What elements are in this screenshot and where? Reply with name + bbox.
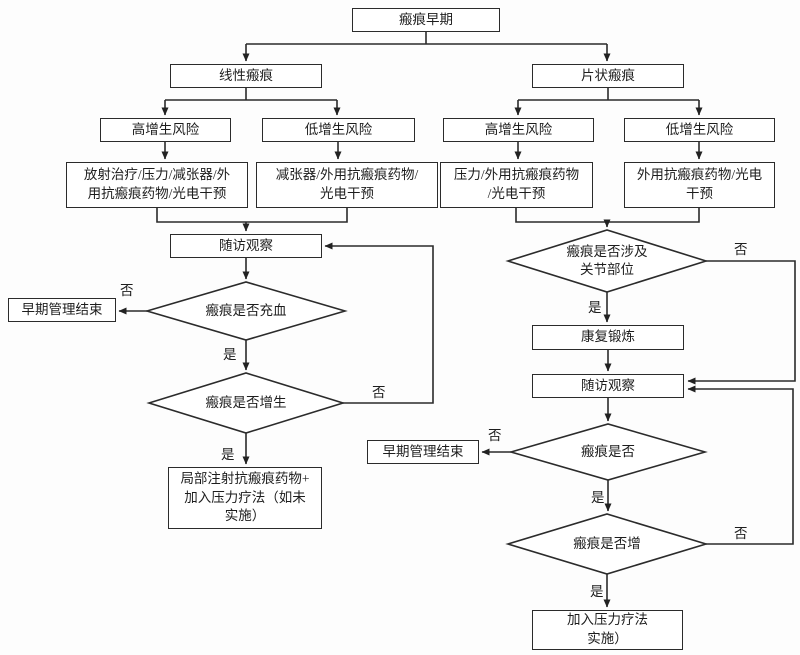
node-treatment-sheet-low: 外用抗瘢痕药物/光电 干预 bbox=[624, 162, 775, 208]
node-add-pressure-therapy: 加入压力疗法 实施） bbox=[532, 610, 683, 650]
decision-joint-involved-diamond bbox=[505, 229, 709, 293]
node-treatment-sheet-high: 压力/外用抗瘢痕药物 /光电干预 bbox=[440, 162, 593, 208]
edge-label-yes: 是 bbox=[588, 300, 602, 315]
edge-label-yes: 是 bbox=[590, 584, 604, 599]
edge-label-no: 否 bbox=[120, 283, 134, 298]
decision-scar-right1-diamond bbox=[508, 423, 708, 481]
node-scar-early: 瘢痕早期 bbox=[352, 8, 500, 32]
node-sheet-high-risk: 高增生风险 bbox=[443, 118, 594, 142]
node-linear-low-risk: 低增生风险 bbox=[262, 118, 415, 142]
node-sheet-scar: 片状瘢痕 bbox=[532, 64, 684, 88]
node-followup-right: 随访观察 bbox=[532, 374, 684, 398]
decision-scar-congested-diamond bbox=[144, 281, 348, 341]
decision-scar-right2-diamond bbox=[505, 513, 709, 575]
edge-label-yes: 是 bbox=[223, 347, 237, 362]
node-sheet-low-risk: 低增生风险 bbox=[624, 118, 775, 142]
decision-scar-proliferating-diamond bbox=[146, 372, 346, 434]
node-linear-scar: 线性瘢痕 bbox=[170, 64, 322, 88]
node-rehab-exercise: 康复锻炼 bbox=[532, 325, 684, 350]
edge-label-yes: 是 bbox=[221, 447, 235, 462]
node-treatment-linear-low: 减张器/外用抗瘢痕药物/ 光电干预 bbox=[256, 162, 438, 208]
edge-label-yes: 是 bbox=[591, 490, 605, 505]
edge-label-no: 否 bbox=[372, 385, 386, 400]
node-treatment-linear-high: 放射治疗/压力/减张器/外 用抗瘢痕药物/光电干预 bbox=[66, 162, 248, 208]
node-end-left: 早期管理结束 bbox=[8, 298, 116, 322]
edge-label-no: 否 bbox=[734, 526, 748, 541]
node-linear-high-risk: 高增生风险 bbox=[100, 118, 231, 142]
edge-label-no: 否 bbox=[488, 428, 502, 443]
node-followup-left: 随访观察 bbox=[170, 234, 322, 258]
edge-label-no: 否 bbox=[734, 242, 748, 257]
node-end-right: 早期管理结束 bbox=[367, 440, 479, 464]
node-local-injection: 局部注射抗瘢痕药物+ 加入压力疗法（如未 实施） bbox=[168, 467, 322, 529]
